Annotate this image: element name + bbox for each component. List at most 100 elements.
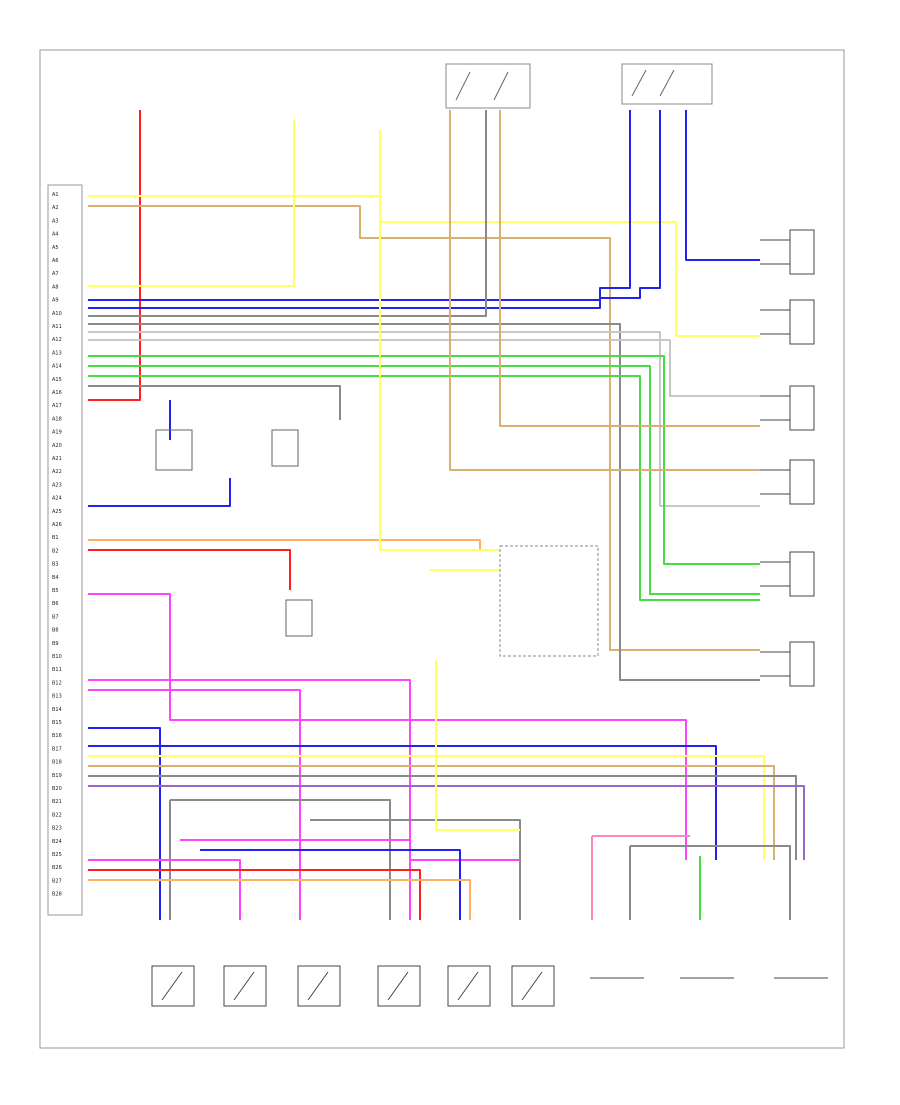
pin-label: B13	[52, 694, 62, 700]
pin-label: B23	[52, 826, 62, 832]
wire-green	[88, 365, 760, 595]
wire-blue	[88, 727, 161, 920]
pin-label: A14	[52, 364, 62, 370]
right-component-6	[760, 641, 815, 687]
wire-tan	[88, 765, 775, 860]
wire-red	[88, 549, 291, 590]
wire-magenta	[88, 689, 301, 920]
wire-blue	[88, 745, 717, 860]
pin-label: A22	[52, 469, 62, 475]
diagram-frame	[39, 49, 845, 1049]
pin-label: A24	[52, 496, 62, 502]
wire-tan	[449, 110, 760, 471]
wire-blue	[88, 110, 661, 309]
pin-label: A26	[52, 522, 62, 528]
top-switch-right	[621, 63, 713, 105]
bottom-sensor-5	[447, 965, 491, 1007]
pin-label: A18	[52, 416, 62, 422]
pin-label: B16	[52, 733, 62, 739]
pin-label: A9	[52, 298, 59, 304]
wire-orange	[88, 539, 481, 550]
wire-blue	[200, 849, 461, 920]
wire-tan	[499, 110, 760, 427]
pin-label: A2	[52, 205, 59, 211]
right-component-2	[760, 299, 815, 345]
pin-label: B10	[52, 654, 62, 660]
wire-yellow	[88, 195, 760, 337]
wire-yellow	[435, 660, 520, 831]
pin-label: A16	[52, 390, 62, 396]
pin-label: A6	[52, 258, 59, 264]
pin-label: B20	[52, 786, 62, 792]
pin-label: A8	[52, 284, 59, 290]
control-module-connector	[47, 184, 83, 916]
pin-label: A4	[52, 232, 59, 238]
pin-label: A3	[52, 218, 59, 224]
top-switch-left	[445, 63, 531, 109]
pin-label: A10	[52, 311, 62, 317]
wire-red	[88, 869, 421, 920]
pin-label: B6	[52, 601, 59, 607]
pin-label: B27	[52, 878, 62, 884]
wire-gray	[630, 845, 791, 920]
pin-label: B28	[52, 892, 62, 898]
wire-yellow	[379, 130, 500, 551]
pin-label: B25	[52, 852, 62, 858]
wire-lightgray	[88, 331, 760, 507]
pin-label: B7	[52, 614, 59, 620]
bottom-sensor-2	[223, 965, 267, 1007]
pin-label: A25	[52, 509, 62, 515]
wire-violet	[88, 785, 805, 860]
wire-yellow	[88, 120, 295, 287]
wire-green	[88, 375, 760, 601]
pin-label: B8	[52, 628, 59, 634]
bottom-sensor-6	[511, 965, 555, 1007]
pin-label: A11	[52, 324, 62, 330]
right-component-5	[760, 551, 815, 597]
pin-label: B9	[52, 641, 59, 647]
wire-blue	[685, 110, 760, 261]
right-component-1	[760, 229, 815, 275]
pin-label: A23	[52, 482, 62, 488]
wire-gray	[88, 110, 487, 317]
pin-label: B15	[52, 720, 62, 726]
wire-green	[88, 355, 760, 565]
pin-label: B3	[52, 562, 59, 568]
bottom-sensor-1	[151, 965, 195, 1007]
pin-label: B14	[52, 707, 62, 713]
bottom-sensor-3	[297, 965, 341, 1007]
pin-label: B22	[52, 812, 62, 818]
wire-gray	[310, 819, 521, 920]
pin-label: B11	[52, 667, 62, 673]
pin-label: B26	[52, 865, 62, 871]
pin-label: B17	[52, 746, 62, 752]
wire-blue	[88, 478, 231, 507]
pin-label: A21	[52, 456, 62, 462]
right-component-3	[760, 385, 815, 431]
inline-component-3	[285, 599, 313, 637]
wire-magenta	[88, 859, 241, 920]
right-component-4	[760, 459, 815, 505]
pin-label: A5	[52, 245, 59, 251]
pin-label: A15	[52, 377, 62, 383]
pin-label: A7	[52, 271, 59, 277]
pin-label: B5	[52, 588, 59, 594]
pin-label: B21	[52, 799, 62, 805]
pin-label: B2	[52, 548, 59, 554]
wire-gray	[88, 385, 341, 420]
pin-label: A13	[52, 350, 62, 356]
wire-gray	[88, 323, 760, 681]
pin-label: B19	[52, 773, 62, 779]
pin-label: B24	[52, 839, 62, 845]
wire-blue	[88, 110, 631, 301]
pin-label: A17	[52, 403, 62, 409]
wire-orange	[88, 879, 471, 920]
pin-label: B4	[52, 575, 59, 581]
pin-label: B12	[52, 680, 62, 686]
pin-label: A1	[52, 192, 59, 198]
wire-gray	[88, 775, 797, 860]
pin-label: B18	[52, 760, 62, 766]
pin-label: A19	[52, 430, 62, 436]
